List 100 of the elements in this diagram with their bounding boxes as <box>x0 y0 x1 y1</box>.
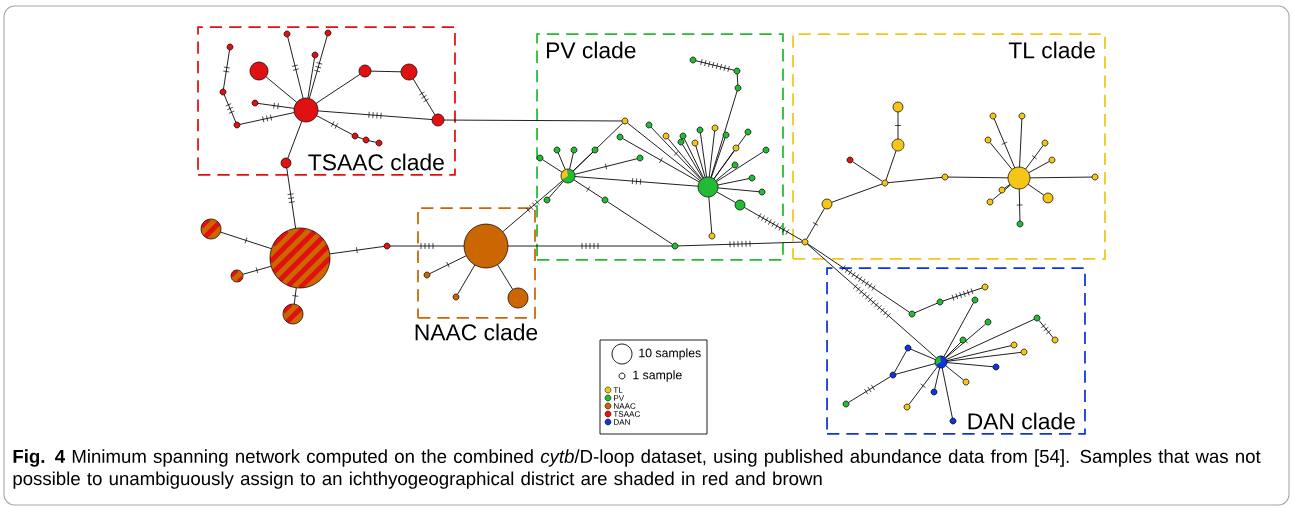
network-line <box>708 130 716 178</box>
network-line <box>497 264 514 290</box>
network-line <box>708 196 713 234</box>
network-line <box>945 365 965 381</box>
network-line <box>557 152 566 170</box>
network-line <box>716 191 737 203</box>
haplotype-circle <box>697 176 719 198</box>
network-line <box>695 145 706 178</box>
mutation-line <box>622 138 700 183</box>
mutation-line <box>507 242 673 250</box>
network-line <box>700 132 708 178</box>
mutation-line <box>806 243 937 359</box>
mutation-line <box>329 246 385 255</box>
mutation-line <box>287 36 304 99</box>
network-line <box>943 302 974 358</box>
mutation-line <box>223 94 237 123</box>
network-line <box>368 140 377 143</box>
network-line <box>287 120 303 159</box>
mutation-line <box>257 102 295 110</box>
network-line <box>443 119 623 122</box>
mutation-line <box>743 207 803 241</box>
network-line <box>736 73 739 86</box>
network-line <box>887 176 943 184</box>
pie-circle <box>560 168 576 184</box>
network-line <box>991 184 1011 201</box>
mutation-line <box>502 180 564 233</box>
mutation-line <box>908 366 938 406</box>
network-line <box>885 150 897 181</box>
network-line <box>572 151 594 172</box>
mutation-line <box>286 167 297 229</box>
network-line <box>626 122 701 182</box>
figure-caption: Fig. 4 Minimum spanning network computed on the combined cytb/D-loop dataset, using published abundance data from [54]. Samples that was not possible to unambiguously assign to an ichthyogeographical district are shaded in red and brown <box>13 449 1261 489</box>
haplotype-circle <box>507 287 529 309</box>
pie-circle <box>934 355 948 369</box>
mutation-line <box>222 49 231 90</box>
hatched-circle <box>269 227 331 289</box>
network-line <box>667 137 703 180</box>
node-label: NAAC clade <box>415 323 538 341</box>
clade-box: NAAC clade <box>415 207 538 341</box>
mutation-line <box>677 240 803 248</box>
legend-label: 10 samples <box>639 348 701 360</box>
network-line <box>1029 176 1093 179</box>
haplotype-circle <box>400 63 418 81</box>
mutation-line <box>220 231 272 250</box>
network-line <box>895 363 936 375</box>
network-line <box>265 76 298 103</box>
clade-box: TSAAC clade <box>197 26 456 176</box>
mutation-line <box>316 115 353 136</box>
mutation-line <box>894 111 902 140</box>
haplotype-circle <box>1007 166 1031 190</box>
mutation-line <box>848 376 891 403</box>
network-line <box>1019 118 1023 168</box>
network-line <box>542 159 563 173</box>
network-line <box>548 180 564 199</box>
clade-box: DAN clade <box>826 267 1086 435</box>
network-line <box>357 136 364 140</box>
haplotype-circle <box>293 97 319 123</box>
network-line <box>946 318 1035 360</box>
network-line <box>852 161 883 182</box>
mutation-line <box>239 112 295 125</box>
network-line <box>989 141 1013 170</box>
network-line <box>370 70 402 73</box>
mutation-line <box>429 255 467 275</box>
network-line <box>457 264 476 295</box>
network-line <box>946 351 1022 362</box>
legend-label: 1 sample <box>633 370 682 382</box>
haplotype-circle <box>249 61 269 81</box>
mutation-line <box>291 287 299 305</box>
mutation-line <box>574 176 699 187</box>
network-line <box>717 178 750 186</box>
network-line <box>569 152 574 170</box>
mutation-line <box>389 242 465 250</box>
legend-label: DAN <box>614 419 630 425</box>
mutation-line <box>308 35 328 99</box>
mutation-line <box>242 265 272 275</box>
network-line <box>710 90 738 178</box>
mutation-line <box>1038 319 1054 339</box>
legend-label: TL <box>613 387 623 393</box>
network-line <box>315 73 361 104</box>
mutation-line <box>573 179 603 199</box>
network-line <box>894 350 907 373</box>
mutation-line <box>695 58 735 73</box>
mutation-line <box>412 78 436 116</box>
legend-label: TSAAC <box>613 411 640 417</box>
network-line <box>946 362 994 368</box>
network-line <box>831 183 883 203</box>
mutation-line <box>945 323 987 359</box>
network-line <box>683 138 705 179</box>
mutation-line <box>1016 188 1023 222</box>
mutation-line <box>574 158 638 175</box>
network-line <box>607 201 673 245</box>
network-line <box>944 341 962 359</box>
mutation-line <box>317 110 433 120</box>
haplotype-circle <box>463 223 509 269</box>
network-line <box>1027 183 1045 196</box>
network-line <box>717 187 760 193</box>
legend-label: NAAC <box>614 403 636 409</box>
network-line <box>910 348 936 361</box>
network-line <box>713 134 747 180</box>
network-line <box>946 345 1012 362</box>
